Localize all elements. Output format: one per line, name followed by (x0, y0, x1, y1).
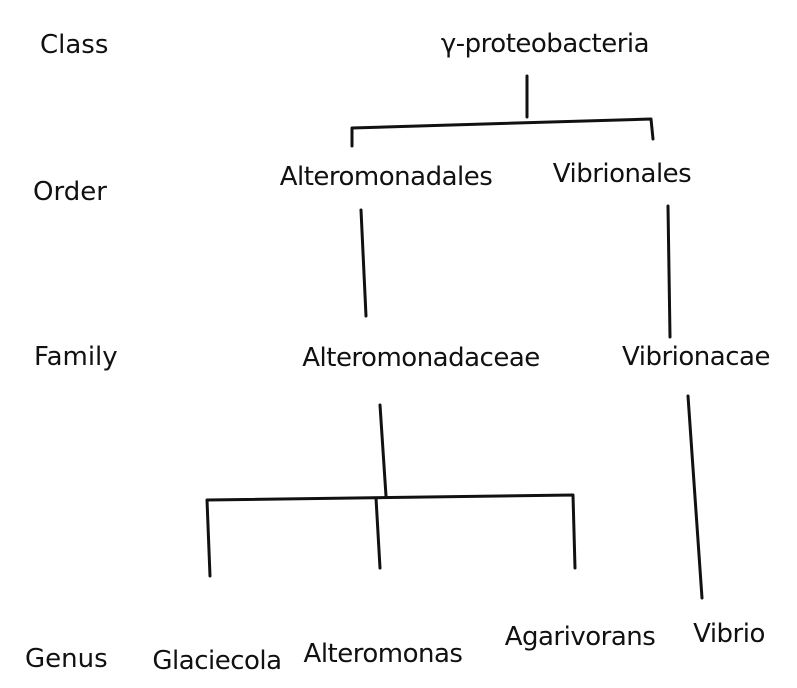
taxon-order-alteromonadales: Alteromonadales (279, 162, 493, 192)
vibrionacae-to-vibrio-line (686, 394, 704, 600)
alteromonas-branch (374, 496, 382, 570)
vibrionales-to-family-line (666, 204, 672, 339)
taxon-genus-vibrio: Vibrio (693, 619, 765, 649)
family-to-genus-stem (378, 403, 388, 498)
rank-label-family: Family (34, 342, 118, 372)
taxon-genus-alteromonas: Alteromonas (303, 639, 463, 669)
taxon-order-vibrionales: Vibrionales (552, 159, 692, 189)
rank-label-class: Class (40, 30, 109, 60)
order-bracket (350, 117, 655, 148)
alteromonadales-to-family-line (359, 208, 368, 318)
rank-label-order: Order (33, 177, 107, 207)
taxon-genus-glaciecola: Glaciecola (152, 646, 282, 676)
genus-bracket (205, 493, 577, 578)
taxon-genus-agarivorans: Agarivorans (504, 622, 656, 652)
rank-label-genus: Genus (25, 644, 108, 674)
taxon-class: γ-proteobacteria (440, 29, 650, 59)
taxon-family-alteromonadaceae: Alteromonadaceae (302, 343, 540, 373)
taxon-family-vibrionacae: Vibrionacae (622, 342, 770, 372)
